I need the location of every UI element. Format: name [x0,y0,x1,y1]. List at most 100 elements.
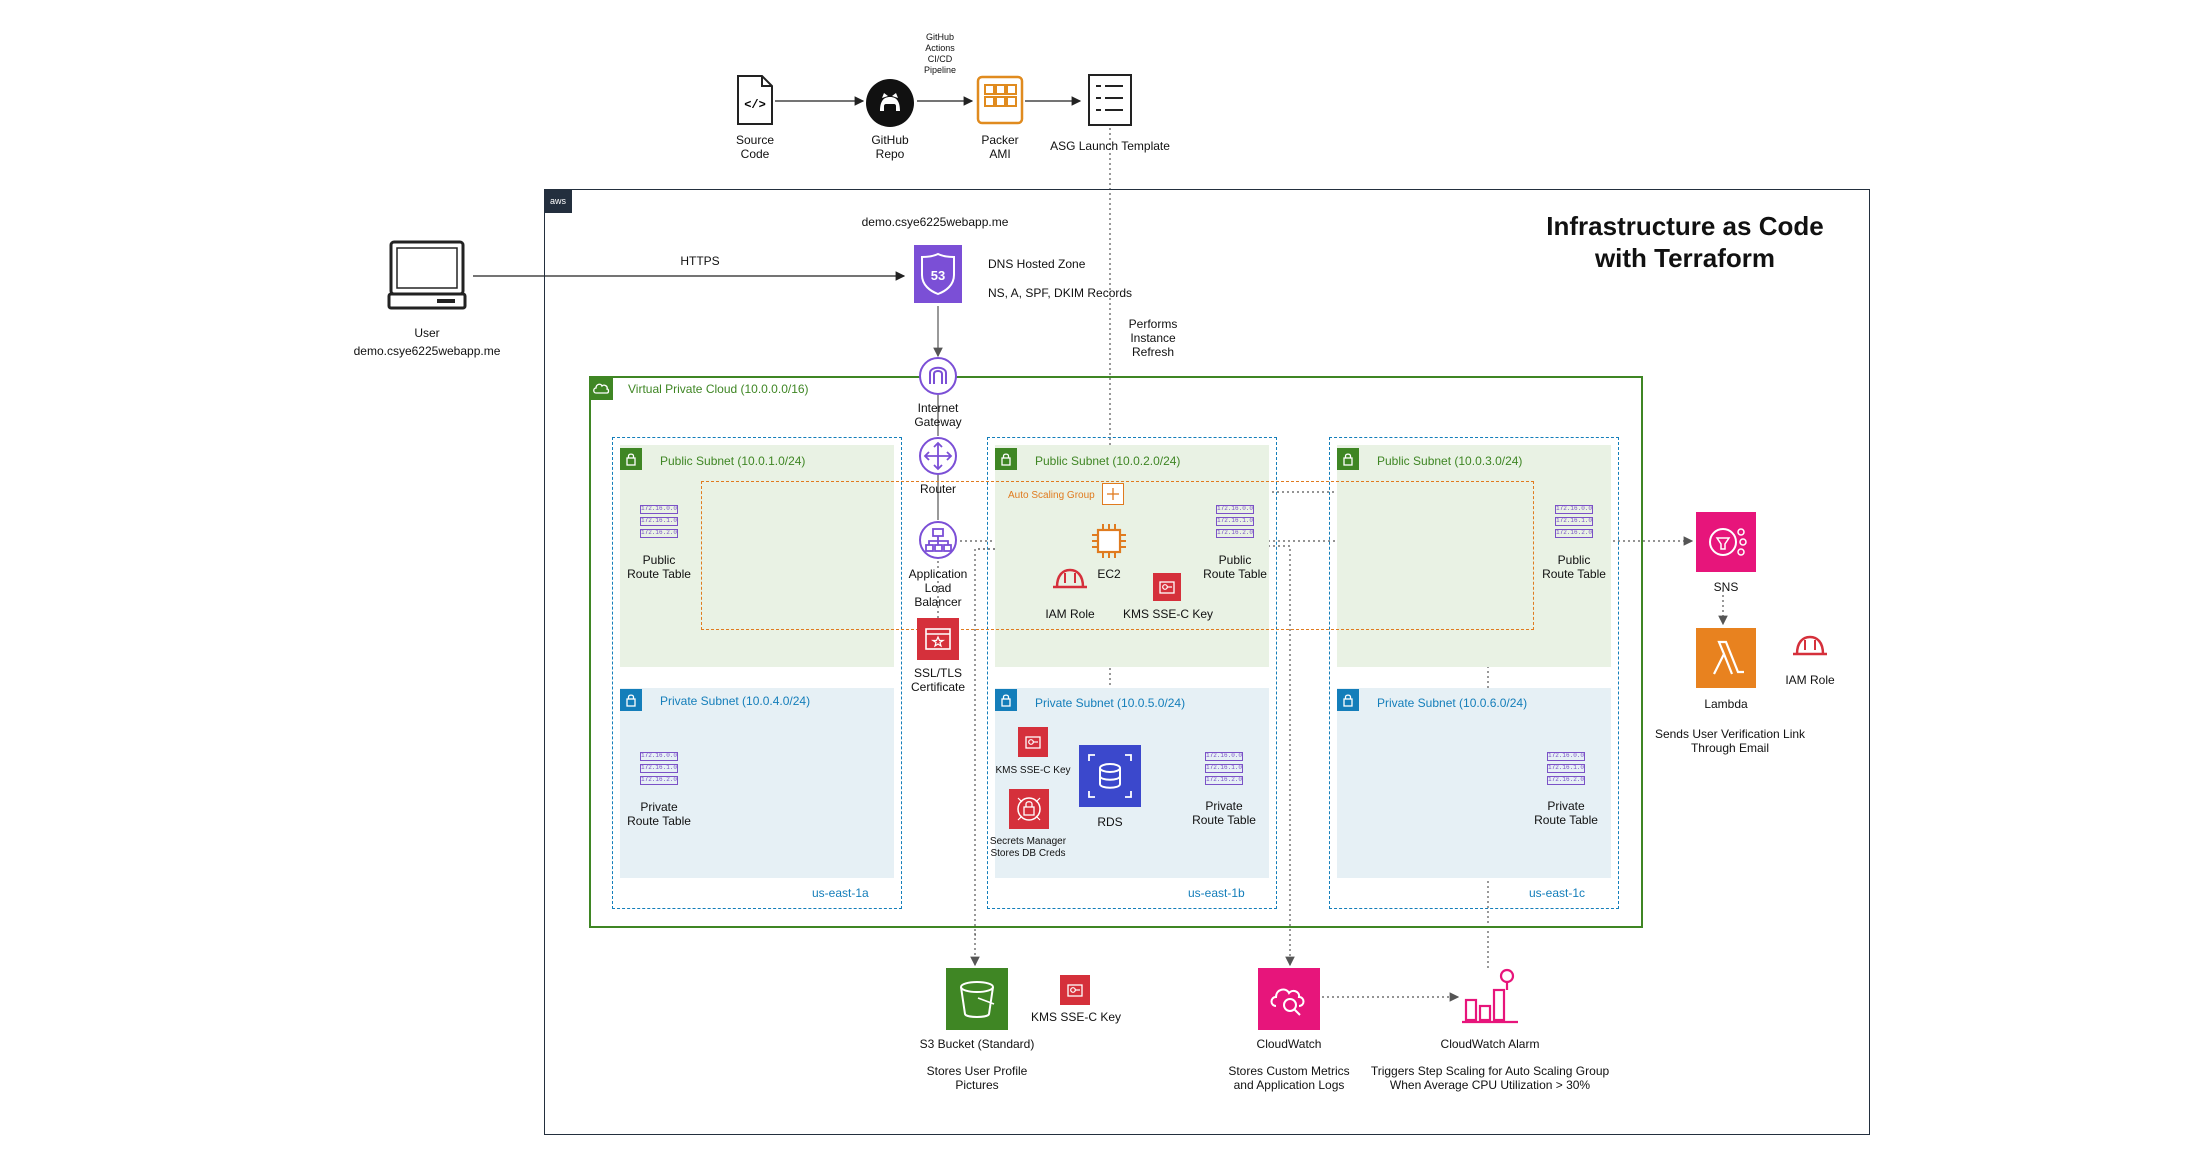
title-line-2: with Terraform [1594,243,1776,273]
public-subnet-1 [620,445,894,667]
private-route-table-label: Private Route Table [1534,799,1598,827]
az-us-east-1a [612,437,902,909]
private-subnet-3 [1337,688,1611,878]
load-balancer-label: Application Load Balancer [908,567,968,609]
private-subnet-lock-icon [1337,689,1359,711]
instance-refresh-label: Performs Instance Refresh [1128,317,1178,359]
router-icon [918,436,958,476]
cloudwatch-alarm-label: CloudWatch Alarm [1440,1037,1540,1051]
sns-icon [1696,512,1756,572]
public-subnet-label: Public Subnet (10.0.1.0/24) [660,454,806,468]
https-label: HTTPS [680,254,720,268]
s3-bucket-label: S3 Bucket (Standard) [919,1037,1035,1051]
svg-text:53: 53 [931,268,945,283]
public-subnet-label: Public Subnet (10.0.2.0/24) [1035,454,1181,468]
kms-key-icon [1060,975,1090,1005]
cloudwatch-icon [1258,968,1320,1030]
public-route-table-label: Public Route Table [1542,553,1606,581]
private-subnet-lock-icon [620,689,642,711]
packer-ami-icon [976,75,1024,125]
s3-bucket-icon [946,968,1008,1030]
ssl-certificate-icon [917,618,959,660]
sns-label: SNS [1713,580,1739,594]
github-icon [865,78,915,128]
public-subnet-lock-icon [620,448,642,470]
s3-bucket-description: Stores User Profile Pictures [926,1064,1028,1092]
load-balancer-icon [918,520,958,560]
kms-key-icon [1153,573,1181,601]
cloudwatch-label: CloudWatch [1256,1037,1322,1051]
kms-key-label: KMS SSE-C Key [1122,607,1214,621]
launch-template-icon [1087,73,1133,127]
internet-gateway-icon [918,356,958,396]
vpc-label: Virtual Private Cloud (10.0.0.0/16) [628,382,809,396]
private-subnet-label: Private Subnet (10.0.6.0/24) [1377,696,1528,710]
ec2-label: EC2 [1097,567,1121,581]
private-route-table-label: Private Route Table [627,800,691,828]
ssl-certificate-label: SSL/TLS Certificate [910,666,966,694]
cloudwatch-description: Stores Custom Metrics and Application Lo… [1228,1064,1350,1092]
cloudwatch-alarm-icon [1460,966,1520,1028]
user-label: User [414,326,440,340]
az-us-east-1c [1329,437,1619,909]
aws-cloud-boundary [544,189,1870,1135]
secrets-manager-label: Secrets Manager Stores DB Creds [989,836,1067,859]
lambda-description: Sends User Verification Link Through Ema… [1654,727,1806,755]
lambda-label: Lambda [1704,697,1748,711]
iam-role-icon [1050,565,1090,591]
az-us-east-1b [987,437,1277,909]
auto-scaling-group-boundary [701,481,1534,630]
az-name: us-east-1b [1188,886,1245,900]
diagram-title: Infrastructure as Code with Terraform [1520,210,1850,274]
launch-template-label: ASG Launch Template [1050,139,1170,153]
az-name: us-east-1c [1529,886,1586,900]
packer-ami-label: Packer AMI [981,133,1019,161]
az-name: us-east-1a [812,886,869,900]
iam-role-lambda-label: IAM Role [1785,673,1835,687]
public-route-table-label: Public Route Table [627,553,691,581]
route53-domain: demo.csye6225webapp.me [861,215,1009,229]
kms-s3-label: KMS SSE-C Key [1030,1010,1122,1024]
internet-gateway-label: Internet Gateway [914,401,962,429]
private-subnet-1 [620,688,894,878]
public-subnet-lock-icon [1337,448,1359,470]
user-laptop-icon [387,238,467,312]
cloudwatch-alarm-description: Triggers Step Scaling for Auto Scaling G… [1370,1064,1610,1092]
private-subnet-label: Private Subnet (10.0.4.0/24) [660,694,811,708]
auto-scaling-icon [1102,483,1124,505]
user-domain: demo.csye6225webapp.me [353,344,501,358]
source-code-icon: </> [735,73,775,127]
route53-icon: 53 [914,245,962,303]
private-route-table-label: Private Route Table [1192,799,1256,827]
source-code-label: Source Code [735,133,775,161]
private-subnet-lock-icon [995,689,1017,711]
route53-hosted-zone: DNS Hosted Zone [988,257,1086,271]
kms-key-icon [1018,727,1048,757]
secrets-manager-icon [1009,789,1049,829]
vpc-cloud-icon [589,376,613,400]
github-repo-label: GitHub Repo [871,133,909,161]
title-line-1: Infrastructure as Code [1546,211,1824,241]
kms-rds-label: KMS SSE-C Key [995,765,1071,776]
public-subnet-3 [1337,445,1611,667]
ec2-icon [1089,521,1129,561]
public-route-table-label: Public Route Table [1203,553,1267,581]
svg-text:</>: </> [744,98,766,112]
private-subnet-label: Private Subnet (10.0.5.0/24) [1035,696,1186,710]
iam-role-icon [1790,632,1830,658]
route53-records: NS, A, SPF, DKIM Records [988,286,1133,300]
public-subnet-2 [995,445,1269,667]
github-actions-label: GitHub Actions CI/CD Pipeline [923,32,957,75]
rds-label: RDS [1097,815,1123,829]
public-subnet-lock-icon [995,448,1017,470]
rds-icon [1079,745,1141,807]
lambda-icon [1696,628,1756,688]
aws-badge: aws [544,189,572,213]
public-subnet-label: Public Subnet (10.0.3.0/24) [1377,454,1523,468]
iam-role-label: IAM Role [1045,607,1095,621]
